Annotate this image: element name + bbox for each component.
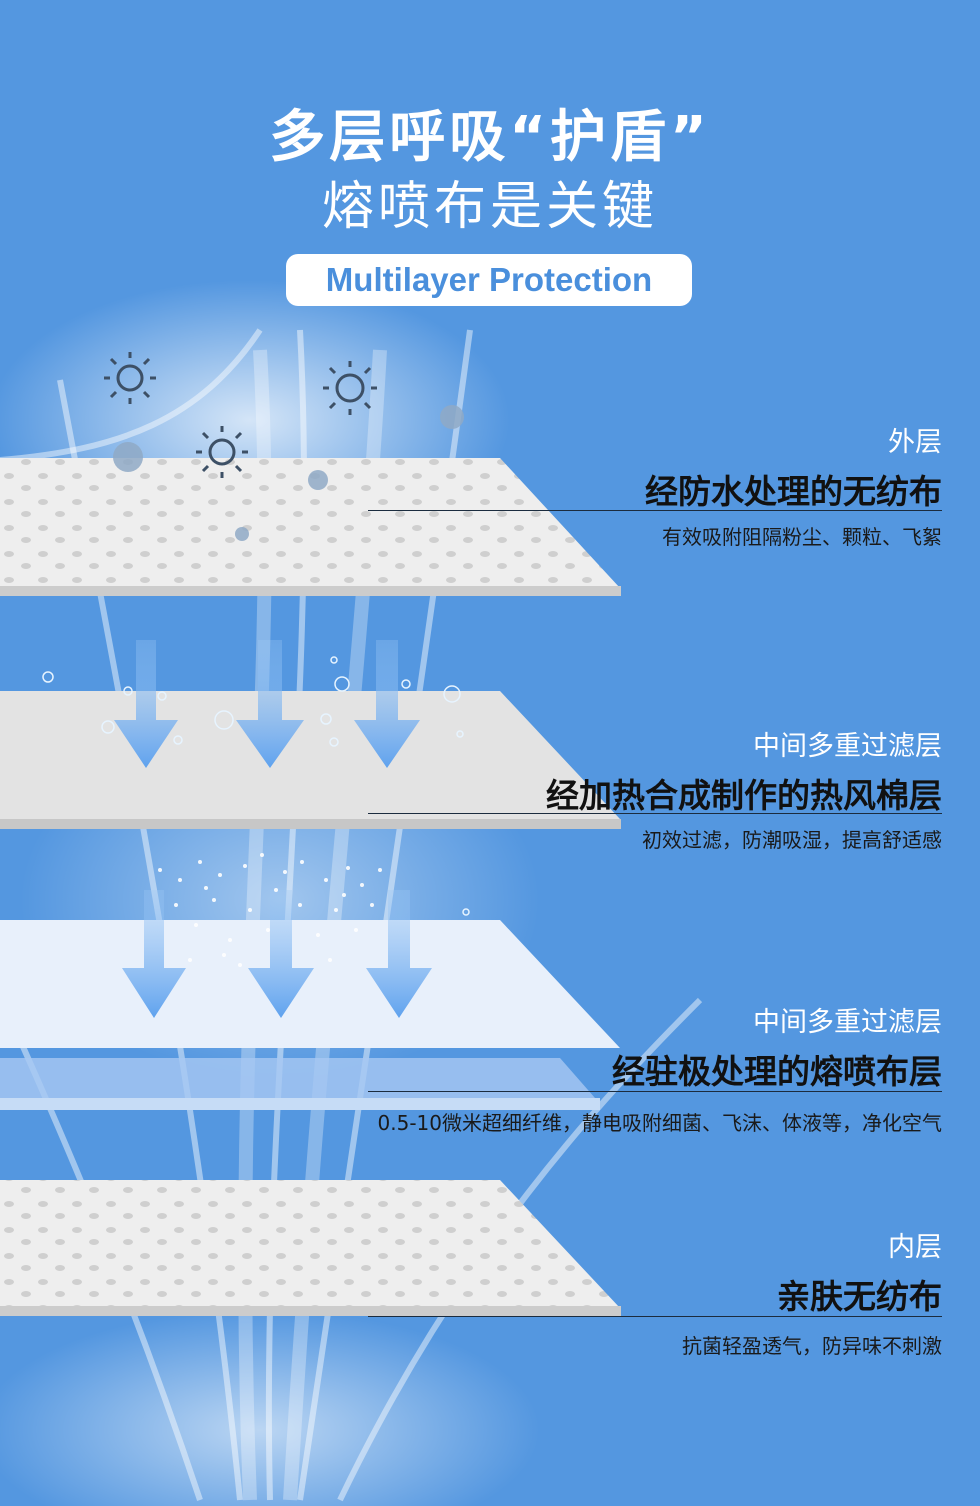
title-line-1: 多层呼吸“护盾” [269, 105, 711, 170]
layer-3-divider [368, 1091, 942, 1092]
layer-1-label: 外层 经防水处理的无纺布 [645, 420, 942, 513]
layer-2-desc: 初效过滤，防潮吸湿，提高舒适感 [642, 828, 942, 852]
layer-4-heading: 亲肤无纺布 [777, 1277, 942, 1316]
layer-3-heading: 经驻极处理的熔喷布层 [612, 1052, 942, 1091]
layer-2-label: 中间多重过滤层 经加热合成制作的热风棉层 [546, 724, 942, 817]
layer-2-divider [368, 813, 942, 814]
layer-3-label: 中间多重过滤层 经驻极处理的熔喷布层 [612, 1000, 942, 1093]
layer-1-heading: 经防水处理的无纺布 [645, 472, 942, 511]
layer-3-tag: 中间多重过滤层 [753, 1007, 942, 1038]
layer-1-desc: 有效吸附阻隔粉尘、颗粒、飞絮 [662, 525, 942, 549]
layer-2-heading: 经加热合成制作的热风棉层 [546, 776, 942, 815]
title-line-2: 熔喷布是关键 [321, 177, 658, 237]
layer-4-divider [368, 1316, 942, 1317]
layer-4-desc: 抗菌轻盈透气，防异味不刺激 [682, 1334, 942, 1358]
layer-4-tag: 内层 [888, 1232, 942, 1263]
multilayer-badge: Multilayer Protection [286, 254, 692, 306]
layer-1-tag: 外层 [888, 427, 942, 458]
layer-3-desc: 0.5-10微米超细纤维，静电吸附细菌、飞沫、体液等，净化空气 [377, 1111, 942, 1135]
layer-2-tag: 中间多重过滤层 [753, 731, 942, 762]
layer-4-label: 内层 亲肤无纺布 [777, 1225, 942, 1318]
layer-1-divider [368, 510, 942, 511]
